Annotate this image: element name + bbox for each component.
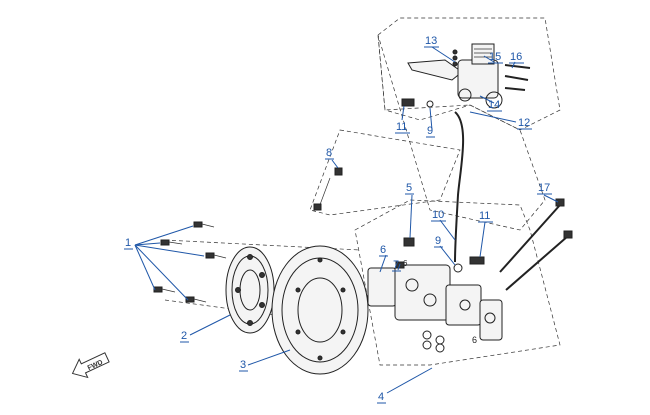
caliper-group-outline — [354, 199, 561, 366]
callout-10[interactable]: 10 — [432, 209, 444, 221]
callout-7[interactable]: 7 — [393, 259, 399, 271]
callout-11-upper[interactable]: 11 — [396, 121, 407, 133]
caliper-mark-left: 6 — [403, 259, 408, 268]
bolt — [185, 296, 207, 303]
brake-disc — [271, 245, 369, 375]
callout-9-lower[interactable]: 9 — [435, 235, 441, 247]
bolt — [160, 239, 183, 246]
brake-hose — [454, 111, 465, 263]
forward-arrow-icon: FWD — [71, 352, 110, 379]
brake-hose-group-outline — [377, 34, 546, 231]
callout-labels: 1 2 3 4 5 6 7 8 9 9 10 11 11 12 13 14 15… — [124, 35, 552, 404]
callout-13[interactable]: 13 — [425, 35, 437, 47]
callout-5[interactable]: 5 — [406, 182, 412, 194]
callout-15[interactable]: 15 — [489, 51, 501, 63]
leader-lines — [134, 46, 559, 394]
hub-flange — [225, 246, 275, 334]
callout-4[interactable]: 4 — [378, 391, 384, 403]
caliper-long-bolts — [499, 198, 573, 291]
callout-2[interactable]: 2 — [181, 330, 187, 342]
master-cylinder-group-outline — [377, 17, 561, 131]
callout-14[interactable]: 14 — [488, 99, 500, 111]
callout-9-upper[interactable]: 9 — [427, 125, 433, 137]
bolt — [153, 286, 176, 293]
callout-8[interactable]: 8 — [326, 147, 332, 159]
callout-6[interactable]: 6 — [380, 244, 386, 256]
hose-bracket-outline — [309, 129, 461, 216]
callout-12[interactable]: 12 — [518, 117, 530, 129]
callout-11-lower[interactable]: 11 — [479, 210, 490, 222]
banjo-bolts — [401, 98, 485, 273]
callout-17[interactable]: 17 — [538, 182, 550, 194]
caliper-mark-right: 6 — [472, 335, 477, 345]
callout-1[interactable]: 1 — [125, 237, 131, 249]
callout-3[interactable]: 3 — [240, 359, 246, 371]
bolt — [205, 252, 227, 259]
brake-caliper: 6 6 — [367, 259, 503, 353]
callout-16[interactable]: 16 — [510, 51, 522, 63]
disc-bolts — [153, 221, 227, 303]
bolt — [193, 221, 215, 228]
